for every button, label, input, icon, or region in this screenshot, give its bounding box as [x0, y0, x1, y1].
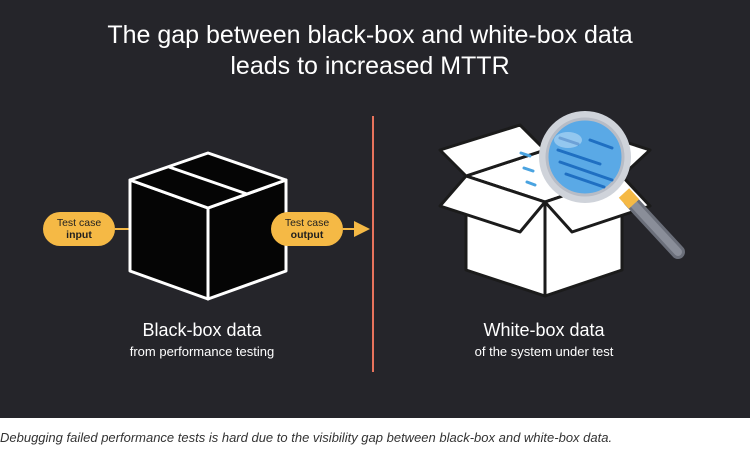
input-pill-line2: input — [66, 229, 92, 241]
diagram-artwork — [115, 111, 685, 301]
magnifier-icon — [519, 111, 685, 259]
title-line-2: leads to increased MTTR — [230, 52, 510, 80]
white-box-label: White-box data — [483, 320, 605, 340]
test-case-input-pill: Test case input — [43, 212, 115, 246]
white-box-sublabel: of the system under test — [474, 344, 614, 359]
black-box-label: Black-box data — [142, 320, 262, 340]
input-pill-line1: Test case — [56, 217, 102, 229]
divider-line — [372, 116, 374, 372]
diagram-panel: The gap between black-box and white-box … — [0, 0, 750, 418]
test-case-output-pill: Test case output — [271, 212, 343, 246]
black-box-sublabel: from performance testing — [129, 344, 275, 359]
revealed-data-lines — [556, 136, 614, 189]
output-pill-line1: Test case — [284, 217, 330, 229]
output-pill-line2: output — [290, 229, 324, 241]
black-box-cube — [128, 151, 288, 301]
figure-caption: Debugging failed performance tests is ha… — [0, 430, 613, 445]
title-line-1: The gap between black-box and white-box … — [107, 21, 633, 49]
diagram-title: The gap between black-box and white-box … — [0, 20, 740, 82]
